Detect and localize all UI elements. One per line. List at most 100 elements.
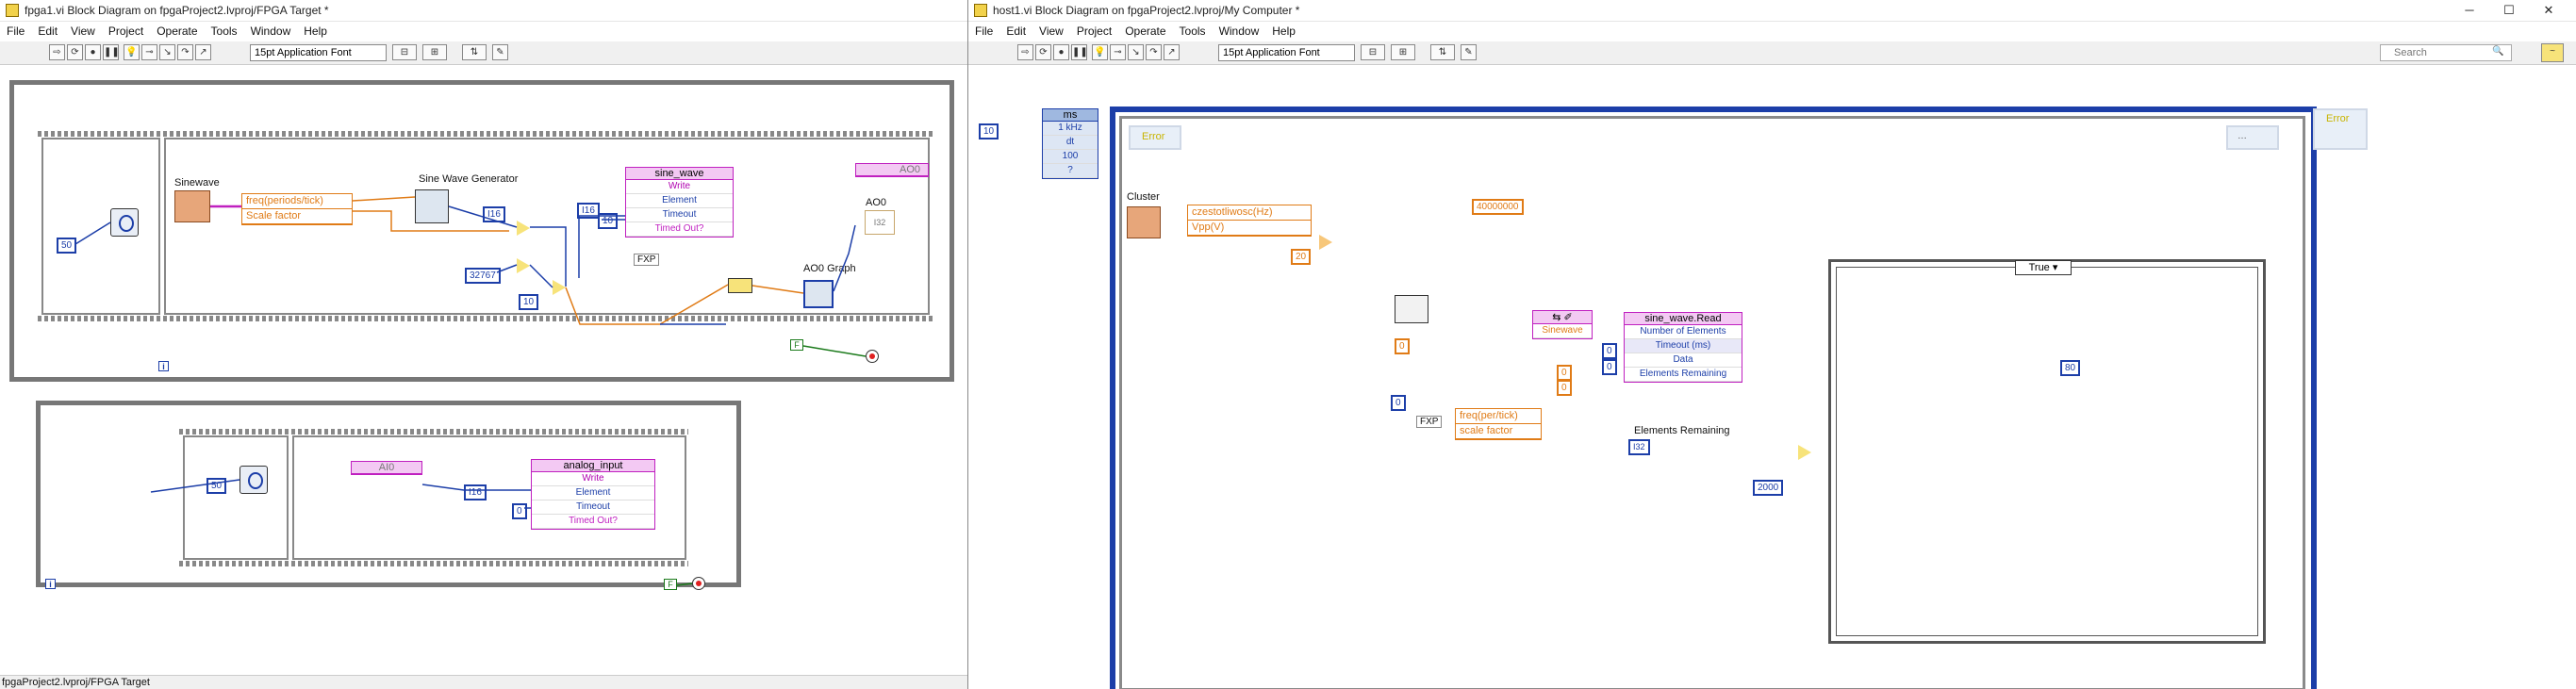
divide-fxp-icon[interactable] [1395,295,1428,323]
run-continuously-icon[interactable]: ⟳ [67,44,83,60]
fifo-read-node-1[interactable]: sine_wave.Read Number of Elements Timeou… [1624,312,1742,383]
reorder-icon-2[interactable]: ⇅ [1430,44,1455,60]
read-input-0a[interactable]: 0 [1602,343,1617,359]
pause-icon-2[interactable]: ❚❚ [1071,44,1088,60]
align-objects-icon-2[interactable]: ⊟ [1361,44,1385,60]
retain-wire-values-icon[interactable]: ⊸ [141,44,157,60]
loop2-stop-const[interactable]: F [664,579,677,590]
wait-ms-icon-2[interactable] [239,466,268,494]
abort-icon[interactable]: ● [85,44,101,60]
highlight-execution-icon[interactable]: 💡 [124,44,140,60]
run-continuously-icon-2[interactable]: ⟳ [1035,44,1051,60]
menu-window[interactable]: Window [250,25,291,38]
loop1-stop-terminal[interactable] [866,350,879,363]
divide-operator-icon[interactable] [553,280,566,295]
ai0-io-node[interactable]: AI0 [351,461,422,475]
ch-const-2[interactable]: 0 [1557,380,1572,396]
sequence2-frame-1[interactable] [183,435,289,560]
add-operator-icon[interactable] [517,221,530,236]
step-over-icon[interactable]: ↷ [177,44,193,60]
ao0-io-node[interactable]: AO0 [855,163,929,177]
highlight-execution-icon-2[interactable]: 💡 [1092,44,1108,60]
sinewave-cluster-icon[interactable] [174,190,210,222]
menu-window-2[interactable]: Window [1218,25,1260,38]
i16-const-2[interactable]: I16 [464,484,487,500]
step-into-icon[interactable]: ↘ [159,44,175,60]
menu-view-2[interactable]: View [1039,25,1064,38]
menu-help[interactable]: Help [304,25,327,38]
sequence-frame-2[interactable] [164,138,930,315]
step-out-icon[interactable]: ↗ [195,44,211,60]
font-selector[interactable]: 15pt Application Font [250,44,387,61]
to-fixed-point-icon[interactable] [728,278,752,293]
close-icon[interactable]: ✕ [2543,3,2554,17]
loop1-stop-const[interactable]: F [790,339,803,351]
cluster-control-icon[interactable] [1127,206,1161,238]
loop2-stop-terminal[interactable] [692,577,705,590]
font-selector-2[interactable]: 15pt Application Font [1218,44,1355,61]
invoke-method-node[interactable]: ⇆ ✐ Sinewave [1532,310,1593,339]
const-20[interactable]: 20 [1291,249,1312,265]
menu-view[interactable]: View [71,25,95,38]
case-selector[interactable]: True ▾ [2015,260,2072,275]
sequence2-frame-2[interactable] [292,435,686,560]
timeout-const-2[interactable]: 0 [512,503,527,519]
menu-help-2[interactable]: Help [1272,25,1296,38]
search-icon[interactable]: 🔍 [2492,46,2504,57]
sine-wave-generator-icon[interactable] [415,189,449,223]
const-40000000[interactable]: 40000000 [1472,199,1524,215]
wait-constant[interactable]: 50 [57,238,77,254]
minimize-icon[interactable]: ─ [2465,3,2474,17]
step-into-icon-2[interactable]: ↘ [1128,44,1144,60]
case-structure[interactable] [1828,259,2266,644]
bundle-fxp-host[interactable]: freq(per/tick) scale factor [1455,408,1542,440]
menu-file-2[interactable]: File [975,25,994,38]
const-0-mid[interactable]: 0 [1395,338,1410,354]
maximize-icon[interactable]: ☐ [2503,3,2515,17]
wait-ms-icon[interactable] [110,208,139,237]
multiply-operator-host[interactable] [1319,235,1332,250]
menu-tools[interactable]: Tools [210,25,238,38]
distribute-objects-icon-2[interactable]: ⊞ [1391,44,1415,60]
menu-edit[interactable]: Edit [38,25,58,38]
step-over-icon-2[interactable]: ↷ [1146,44,1162,60]
timed-loop-config[interactable]: ms 1 kHz dt 100 ? [1042,108,1098,179]
bundle-by-name[interactable]: freq(periods/tick) Scale factor [241,193,353,225]
step-out-icon-2[interactable]: ↗ [1164,44,1180,60]
fifo-write-node-ai[interactable]: analog_input Write Element Timeout Timed… [531,459,655,530]
ao0-indicator[interactable]: I32 [865,210,895,235]
menu-operate[interactable]: Operate [157,25,198,38]
sequence-frame-1[interactable] [41,138,160,315]
const-10-timing[interactable]: 10 [979,123,999,139]
const-0-low[interactable]: 0 [1391,395,1406,411]
elements-remaining-indicator[interactable]: I32 [1628,439,1650,455]
cleanup-diagram-icon-2[interactable]: ✎ [1461,44,1477,60]
greater-or-equal-icon[interactable] [1798,445,1811,460]
fifo-write-node-sine[interactable]: sine_wave Write Element Timeout Timed Ou… [625,167,734,238]
menu-tools-2[interactable]: Tools [1179,25,1206,38]
i16-const-b[interactable]: I16 [577,203,600,219]
abort-icon-2[interactable]: ● [1053,44,1069,60]
menu-edit-2[interactable]: Edit [1006,25,1027,38]
read-input-0b[interactable]: 0 [1602,359,1617,375]
menu-project-2[interactable]: Project [1076,25,1113,38]
const-10[interactable]: 10 [519,294,539,310]
const-80[interactable]: 80 [2060,360,2081,376]
host-diagram-canvas[interactable]: 10 ms 1 kHz dt 100 ? Error … Error Clust… [968,65,2576,689]
menu-operate-2[interactable]: Operate [1125,25,1166,38]
align-objects-icon[interactable]: ⊟ [392,44,417,60]
reorder-icon[interactable]: ⇅ [462,44,487,60]
run-arrow-icon-2[interactable]: ⇨ [1017,44,1033,60]
const-2000[interactable]: 2000 [1753,480,1784,496]
run-arrow-icon[interactable]: ⇨ [49,44,65,60]
cleanup-diagram-icon[interactable]: ✎ [492,44,508,60]
menu-project[interactable]: Project [107,25,144,38]
block-diagram-canvas[interactable]: 50 Sinewave freq(periods/tick) Scale fac… [0,65,967,689]
ao0-graph-icon[interactable] [803,280,834,308]
multiply-operator-icon[interactable] [517,258,530,273]
unbundle-by-name-host[interactable]: czestotliwosc(Hz) Vpp(V) [1187,205,1312,237]
search-input[interactable] [2380,44,2512,61]
ch-const-1[interactable]: 0 [1557,365,1572,381]
const-10b[interactable]: 10 [598,213,619,229]
distribute-objects-icon[interactable]: ⊞ [422,44,447,60]
